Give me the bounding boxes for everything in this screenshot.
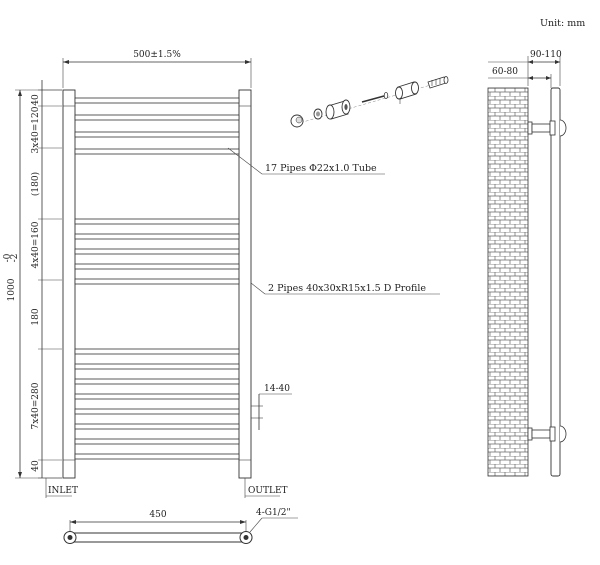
wall	[487, 87, 529, 477]
total-depth-label: 90-110	[530, 50, 562, 60]
svg-text:1000: 1000	[7, 278, 17, 301]
tube	[74, 278, 240, 285]
front-view	[62, 89, 252, 479]
tube	[74, 248, 240, 255]
tube-group	[74, 97, 240, 460]
tube	[74, 438, 240, 445]
bracket-exploded-view	[290, 76, 449, 128]
bracket-sleeve	[395, 81, 419, 104]
connections-label: 4-G1/2"	[256, 508, 291, 518]
right-rail	[238, 89, 252, 479]
profile-callout: 2 Pipes 40x30xR15x1.5 D Profile	[250, 282, 440, 295]
lower-bracket	[527, 425, 567, 443]
bottom-view-body	[63, 532, 253, 543]
segment-dimensions: 40 3x40=120 (180) 4x40=160 180 7x40=280 …	[30, 80, 62, 479]
tube	[74, 408, 240, 415]
group-top-label: 3x40=120	[31, 106, 41, 153]
left-rail	[62, 89, 76, 479]
height-tolerance-lower: -2	[10, 254, 20, 263]
side-view: 90-110 60-80	[487, 50, 567, 477]
tube	[74, 263, 240, 270]
tube	[74, 423, 240, 430]
radiator-side-profile	[550, 87, 561, 477]
tube	[74, 393, 240, 400]
wall-depth-label: 60-80	[492, 67, 518, 77]
tube	[74, 378, 240, 385]
upper-bracket	[527, 119, 567, 137]
tube	[74, 233, 240, 240]
width-label: 500±1.5%	[133, 50, 181, 60]
outlet-marker: OUTLET	[244, 478, 288, 498]
gap-upper-label: (180)	[30, 172, 41, 196]
bracket-screw	[361, 92, 389, 103]
tube	[74, 97, 240, 104]
bottom-view: 450 4-G1/2"	[63, 508, 298, 544]
height-label: 1000	[7, 278, 17, 301]
centers-label: 450	[149, 510, 166, 520]
tube	[74, 218, 240, 225]
tube-callout-text: 17 Pipes Φ22x1.0 Tube	[265, 163, 377, 174]
tube	[74, 453, 240, 460]
tube	[74, 131, 240, 138]
inlet-marker: INLET	[45, 478, 78, 498]
group-middle-label: 4x40=160	[31, 221, 41, 268]
inlet-label: INLET	[48, 486, 78, 496]
width-dimension: 500±1.5%	[62, 50, 252, 88]
top-gap-label: 40	[31, 94, 41, 106]
gap-lower-label: 180	[31, 308, 41, 325]
outlet-label: OUTLET	[248, 486, 288, 496]
wall-plug	[427, 76, 449, 89]
outer-gap-label: 14-40	[264, 384, 290, 394]
height-tolerance-upper: -0	[3, 253, 13, 262]
tube	[74, 348, 240, 355]
bracket-clamp	[325, 99, 351, 120]
group-bottom-label: 7x40=280	[31, 382, 41, 429]
unit-label: Unit: mm	[540, 18, 585, 29]
tube	[74, 114, 240, 121]
outer-gap-callout: 14-40	[251, 384, 292, 430]
tube	[74, 363, 240, 370]
profile-callout-text: 2 Pipes 40x30xR15x1.5 D Profile	[268, 283, 426, 294]
bottom-gap-label: 40	[31, 460, 41, 472]
tube-callout: 17 Pipes Φ22x1.0 Tube	[227, 147, 385, 175]
tube	[74, 148, 240, 155]
